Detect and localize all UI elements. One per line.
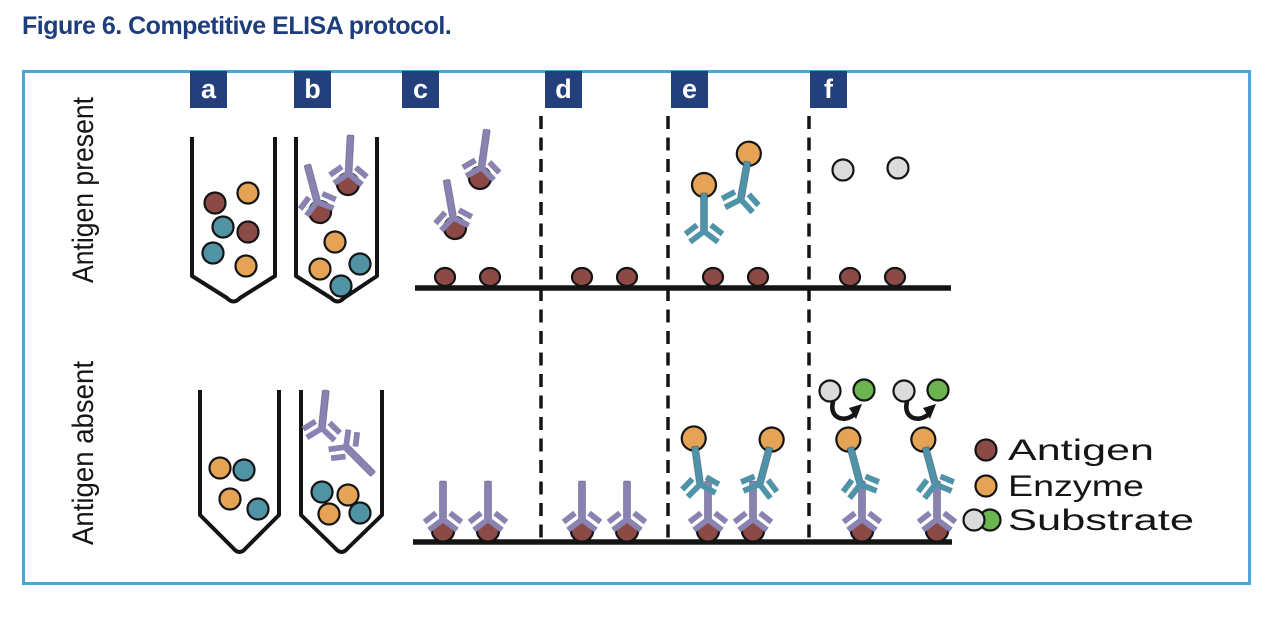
sample-tube-present — [190, 137, 277, 304]
immobilized-antigen — [570, 266, 594, 288]
surface-antibody-antigen — [470, 481, 507, 542]
column-label-e: e — [671, 71, 708, 108]
unbound-detection-antibodies — [686, 139, 770, 242]
antibody-tube-absent-contents — [302, 388, 386, 526]
legend-substrate-icon — [962, 508, 1002, 532]
legend-antigen-icon — [974, 438, 998, 462]
teal-molecule — [348, 501, 372, 525]
immobilized-antigen — [433, 266, 457, 288]
immobilized-antigen — [838, 266, 862, 288]
free-antibody — [302, 388, 344, 441]
converted-substrate — [852, 378, 876, 402]
substrate-conversion-stacks — [818, 378, 956, 542]
surface-antibody-antigen — [425, 481, 462, 542]
immobilized-antigen — [746, 266, 770, 288]
antibody-tube-absent — [299, 390, 384, 554]
immobilized-antigens-present — [433, 266, 907, 288]
column-label-c: c — [402, 71, 439, 108]
teal-molecule — [348, 252, 372, 276]
orange-molecule — [208, 456, 232, 480]
column-label-d: d — [545, 71, 582, 108]
conversion-arrow — [906, 402, 936, 419]
teal-molecule — [232, 458, 256, 482]
legend-enzyme-label: Enzyme — [1008, 470, 1144, 503]
teal-molecule — [211, 215, 235, 239]
enzyme-antibody-conjugate — [739, 423, 793, 499]
orange-molecule — [336, 483, 360, 507]
row-label-antigen-absent: Antigen absent — [67, 360, 100, 545]
enzyme-antibody-conjugate — [674, 424, 720, 497]
immobilized-antigen — [883, 266, 907, 288]
enzyme-antibody-conjugate — [721, 139, 769, 213]
bound-capture-antibodies — [425, 481, 646, 542]
immobilized-antigen — [615, 266, 639, 288]
antibody-antigen-complex — [428, 177, 475, 243]
orange-molecule — [236, 181, 260, 205]
enzyme-antibody-conjugate — [686, 173, 723, 242]
enzyme-antibody-conjugate — [827, 423, 881, 499]
column-dividers — [539, 116, 811, 540]
detection-bound-stacks — [674, 423, 793, 541]
antibody-tube-present — [294, 137, 379, 304]
free-antibody — [325, 426, 386, 487]
substrate-molecule — [818, 379, 842, 403]
legend-enzyme-icon — [974, 474, 998, 498]
converted-substrate — [926, 378, 950, 402]
antibody-tube-present-contents — [289, 134, 372, 298]
orange-molecule — [323, 230, 347, 254]
substrate-molecule — [892, 379, 916, 403]
substrate-molecule — [831, 158, 855, 182]
orange-molecule — [234, 254, 258, 278]
column-label-a: a — [190, 71, 227, 108]
immobilized-antigen — [701, 266, 725, 288]
surface-antibody-antigen — [609, 481, 646, 542]
substrate-molecule — [886, 156, 910, 180]
orange-molecule — [218, 487, 242, 511]
teal-molecule — [246, 497, 270, 521]
sample-tube-present-contents — [201, 181, 260, 278]
antigen-molecule — [203, 191, 227, 215]
orange-molecule — [317, 502, 341, 526]
teal-molecule — [201, 241, 225, 265]
row-antigen-absent: Antigen absent — [67, 360, 956, 554]
conversion-arrow — [832, 402, 862, 419]
surface-antibody-antigen — [564, 481, 601, 542]
legend-antigen-label: Antigen — [1008, 434, 1154, 467]
teal-molecule — [310, 480, 334, 504]
antigen-molecule — [236, 220, 260, 244]
immobilized-antigen — [478, 266, 502, 288]
teal-molecule — [329, 274, 353, 298]
figure-title: Figure 6. Competitive ELISA protocol. — [22, 12, 452, 40]
unconverted-substrate — [831, 156, 910, 182]
column-label-b: b — [294, 71, 331, 108]
antibody-antigen-complex — [329, 134, 369, 196]
orange-molecule — [308, 257, 332, 281]
sample-tube-absent — [198, 390, 281, 554]
antibody-antigen-complex — [460, 127, 505, 192]
column-label-f: f — [810, 71, 847, 108]
row-label-antigen-present: Antigen present — [67, 96, 100, 283]
sample-tube-absent-contents — [208, 456, 270, 521]
unbound-complexes — [428, 127, 505, 242]
enzyme-antibody-conjugate — [902, 423, 956, 499]
legend-substrate-label: Substrate — [1008, 504, 1194, 537]
row-antigen-present: Antigen present — [67, 96, 951, 304]
legend: Antigen Enzyme Substrate — [962, 434, 1194, 537]
